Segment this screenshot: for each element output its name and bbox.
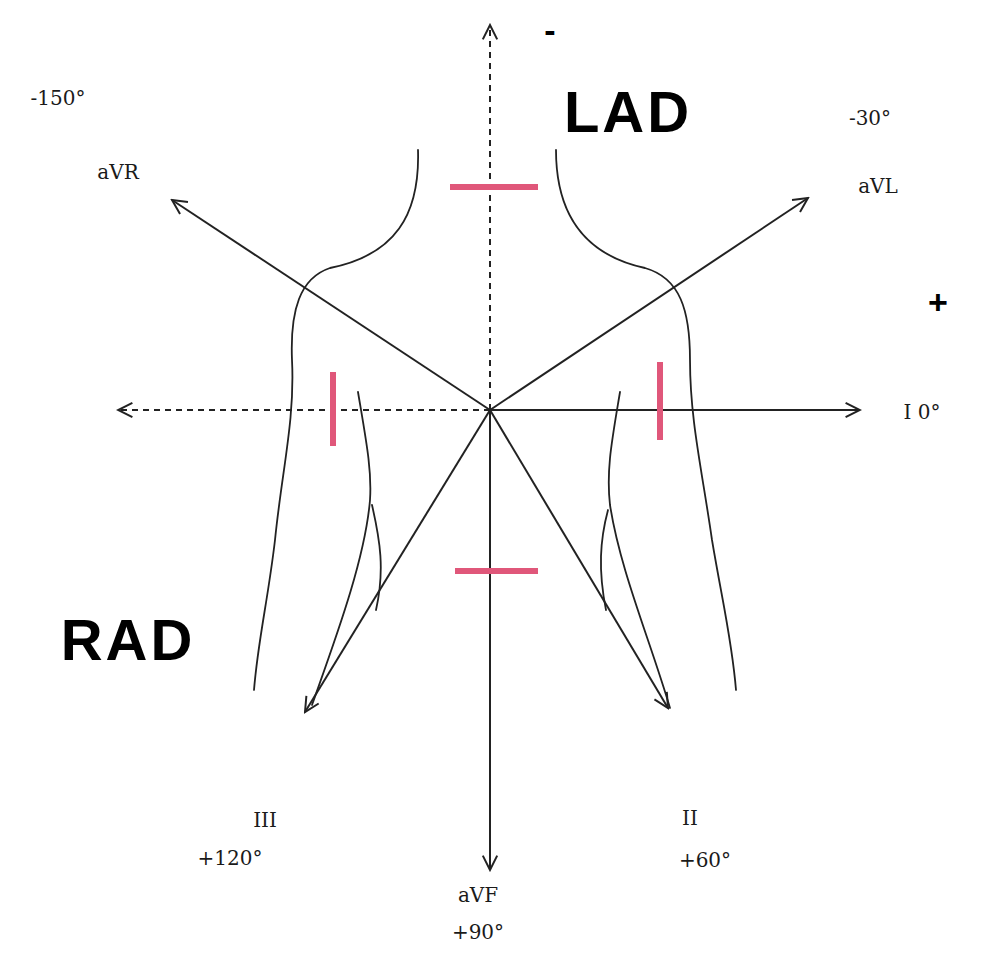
- lead-name: I 0°: [904, 402, 941, 422]
- polarity-sign: +: [928, 285, 948, 319]
- lead-name: III: [253, 810, 277, 830]
- angle-label: -30°: [849, 108, 891, 128]
- angle-label: +90°: [452, 922, 504, 942]
- lead-name: II: [682, 808, 698, 828]
- angle-label: -150°: [31, 88, 86, 108]
- lead-name: aVL: [858, 176, 898, 196]
- lead-axes: [118, 25, 860, 870]
- lead-name: aVR: [97, 162, 138, 182]
- angle-label: +60°: [679, 850, 731, 870]
- body-outline: [254, 150, 736, 708]
- deviation-label: RAD: [61, 611, 196, 669]
- lead-name: aVF: [458, 885, 498, 905]
- angle-label: +120°: [198, 848, 263, 868]
- deviation-label: LAD: [564, 83, 692, 141]
- boundary-marks: [333, 187, 660, 571]
- polarity-sign: -: [544, 13, 555, 47]
